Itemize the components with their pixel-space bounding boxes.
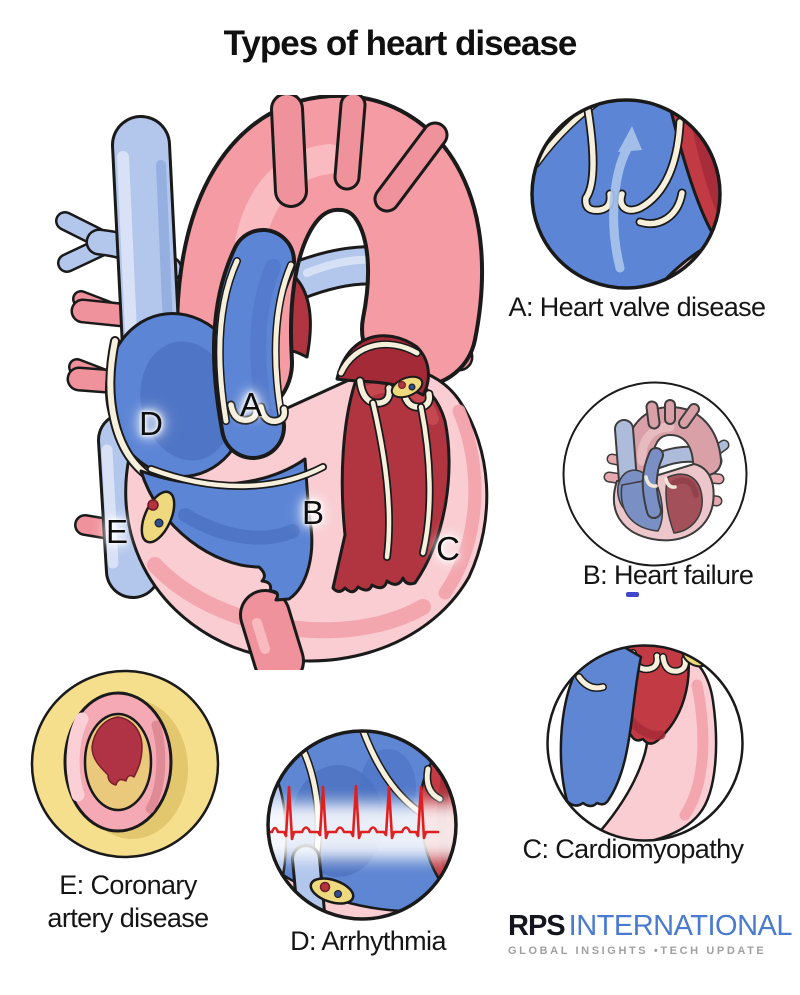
inset-c-art — [546, 644, 744, 842]
page-title: Types of heart disease — [223, 24, 578, 63]
inset-e-art — [30, 669, 220, 859]
blood-flow-arrow-icon — [609, 126, 642, 273]
logo-brand-bold: RPS — [508, 910, 566, 942]
heart-label-a: A — [239, 386, 263, 423]
spellcheck-underline-mark — [626, 592, 639, 597]
logo-brand: RPS INTERNATIONAL — [508, 910, 793, 943]
logo-tagline: GLOBAL INSIGHTS •TECH UPDATE — [508, 945, 767, 957]
inset-a-valve-disease — [530, 98, 722, 290]
inset-a-art — [530, 98, 722, 290]
inset-e-caption-line1: E: Coronary — [59, 870, 197, 900]
heart-label-d: D — [139, 405, 163, 442]
logo-brand-light: INTERNATIONAL — [568, 910, 793, 942]
heart-label-e: E — [105, 513, 129, 550]
heart-label-c: C — [436, 530, 460, 567]
mini-heart-icon — [603, 399, 730, 542]
right-ventricle-icon — [139, 457, 327, 602]
inset-b-caption: B: Heart failure — [582, 560, 754, 590]
inset-d-caption: D: Arrhythmia — [290, 926, 446, 956]
logo: RPS INTERNATIONAL GLOBAL INSIGHTS •TECH … — [508, 910, 793, 957]
av-node-icon — [390, 375, 424, 399]
inset-b-art — [562, 381, 748, 567]
inset-e-coronary-artery — [30, 669, 220, 859]
inset-d-arrhythmia — [266, 729, 458, 921]
heart-illustration-art — [55, 91, 489, 687]
heart-label-b: B — [301, 494, 325, 531]
inset-e-caption-line2: artery disease — [47, 903, 209, 933]
inset-c-cardiomyopathy — [545, 643, 745, 843]
sa-node-icon — [140, 490, 176, 544]
inset-d-art — [266, 729, 458, 921]
inset-e-caption: E: Coronary artery disease — [47, 869, 209, 935]
inset-b-heart-failure — [562, 381, 748, 567]
pulmonary-trunk-icon — [211, 228, 296, 460]
inset-c-caption: C: Cardiomyopathy — [522, 834, 745, 864]
inset-a-caption: A: Heart valve disease — [508, 292, 767, 322]
ecg-trace-icon — [268, 784, 456, 859]
descending-vessel-stub-icon — [239, 589, 305, 687]
heart-illustration — [55, 91, 505, 687]
